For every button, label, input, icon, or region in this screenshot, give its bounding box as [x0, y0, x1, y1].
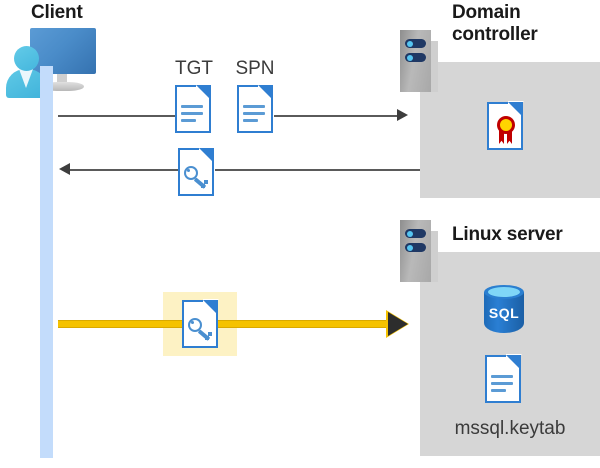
client-title: Client [31, 2, 83, 23]
request-arrow-segment-right [274, 115, 397, 117]
server-icon-domain-controller [400, 30, 438, 92]
server-icon-linux [400, 220, 438, 282]
sql-database-label: SQL [488, 305, 520, 321]
user-head [14, 46, 39, 71]
key-icon [184, 164, 210, 190]
service-ticket-arrowhead [388, 312, 408, 336]
spn-label: SPN [235, 58, 275, 79]
sql-database-icon: SQL [481, 285, 527, 339]
request-arrow-segment-left [58, 115, 175, 117]
request-arrowhead [397, 109, 408, 121]
tgt-label: TGT [175, 58, 213, 79]
service-ticket-arrow-segment-right [216, 320, 390, 328]
tgt-document-icon [175, 84, 212, 133]
user-collar [19, 69, 33, 88]
reply-arrowhead [59, 163, 70, 175]
linux-server-title: Linux server [452, 224, 563, 245]
key-document-icon-reply [178, 147, 215, 196]
keytab-file-label: mssql.keytab [454, 418, 566, 439]
client-lifeline [40, 66, 53, 458]
monitor-base [42, 82, 84, 91]
reply-arrow-segment-right [215, 169, 420, 171]
key-icon [188, 316, 214, 342]
monitor-neck [57, 74, 67, 84]
key-document-icon-service-ticket [182, 299, 219, 348]
domain-controller-title: Domain controller [452, 2, 538, 45]
award-seal-icon [495, 116, 517, 144]
service-ticket-arrow-segment-left [58, 320, 184, 328]
certificate-document-icon [487, 101, 524, 150]
reply-arrow-segment-left [70, 169, 178, 171]
spn-document-icon [237, 84, 274, 133]
keytab-document-icon [485, 354, 522, 403]
